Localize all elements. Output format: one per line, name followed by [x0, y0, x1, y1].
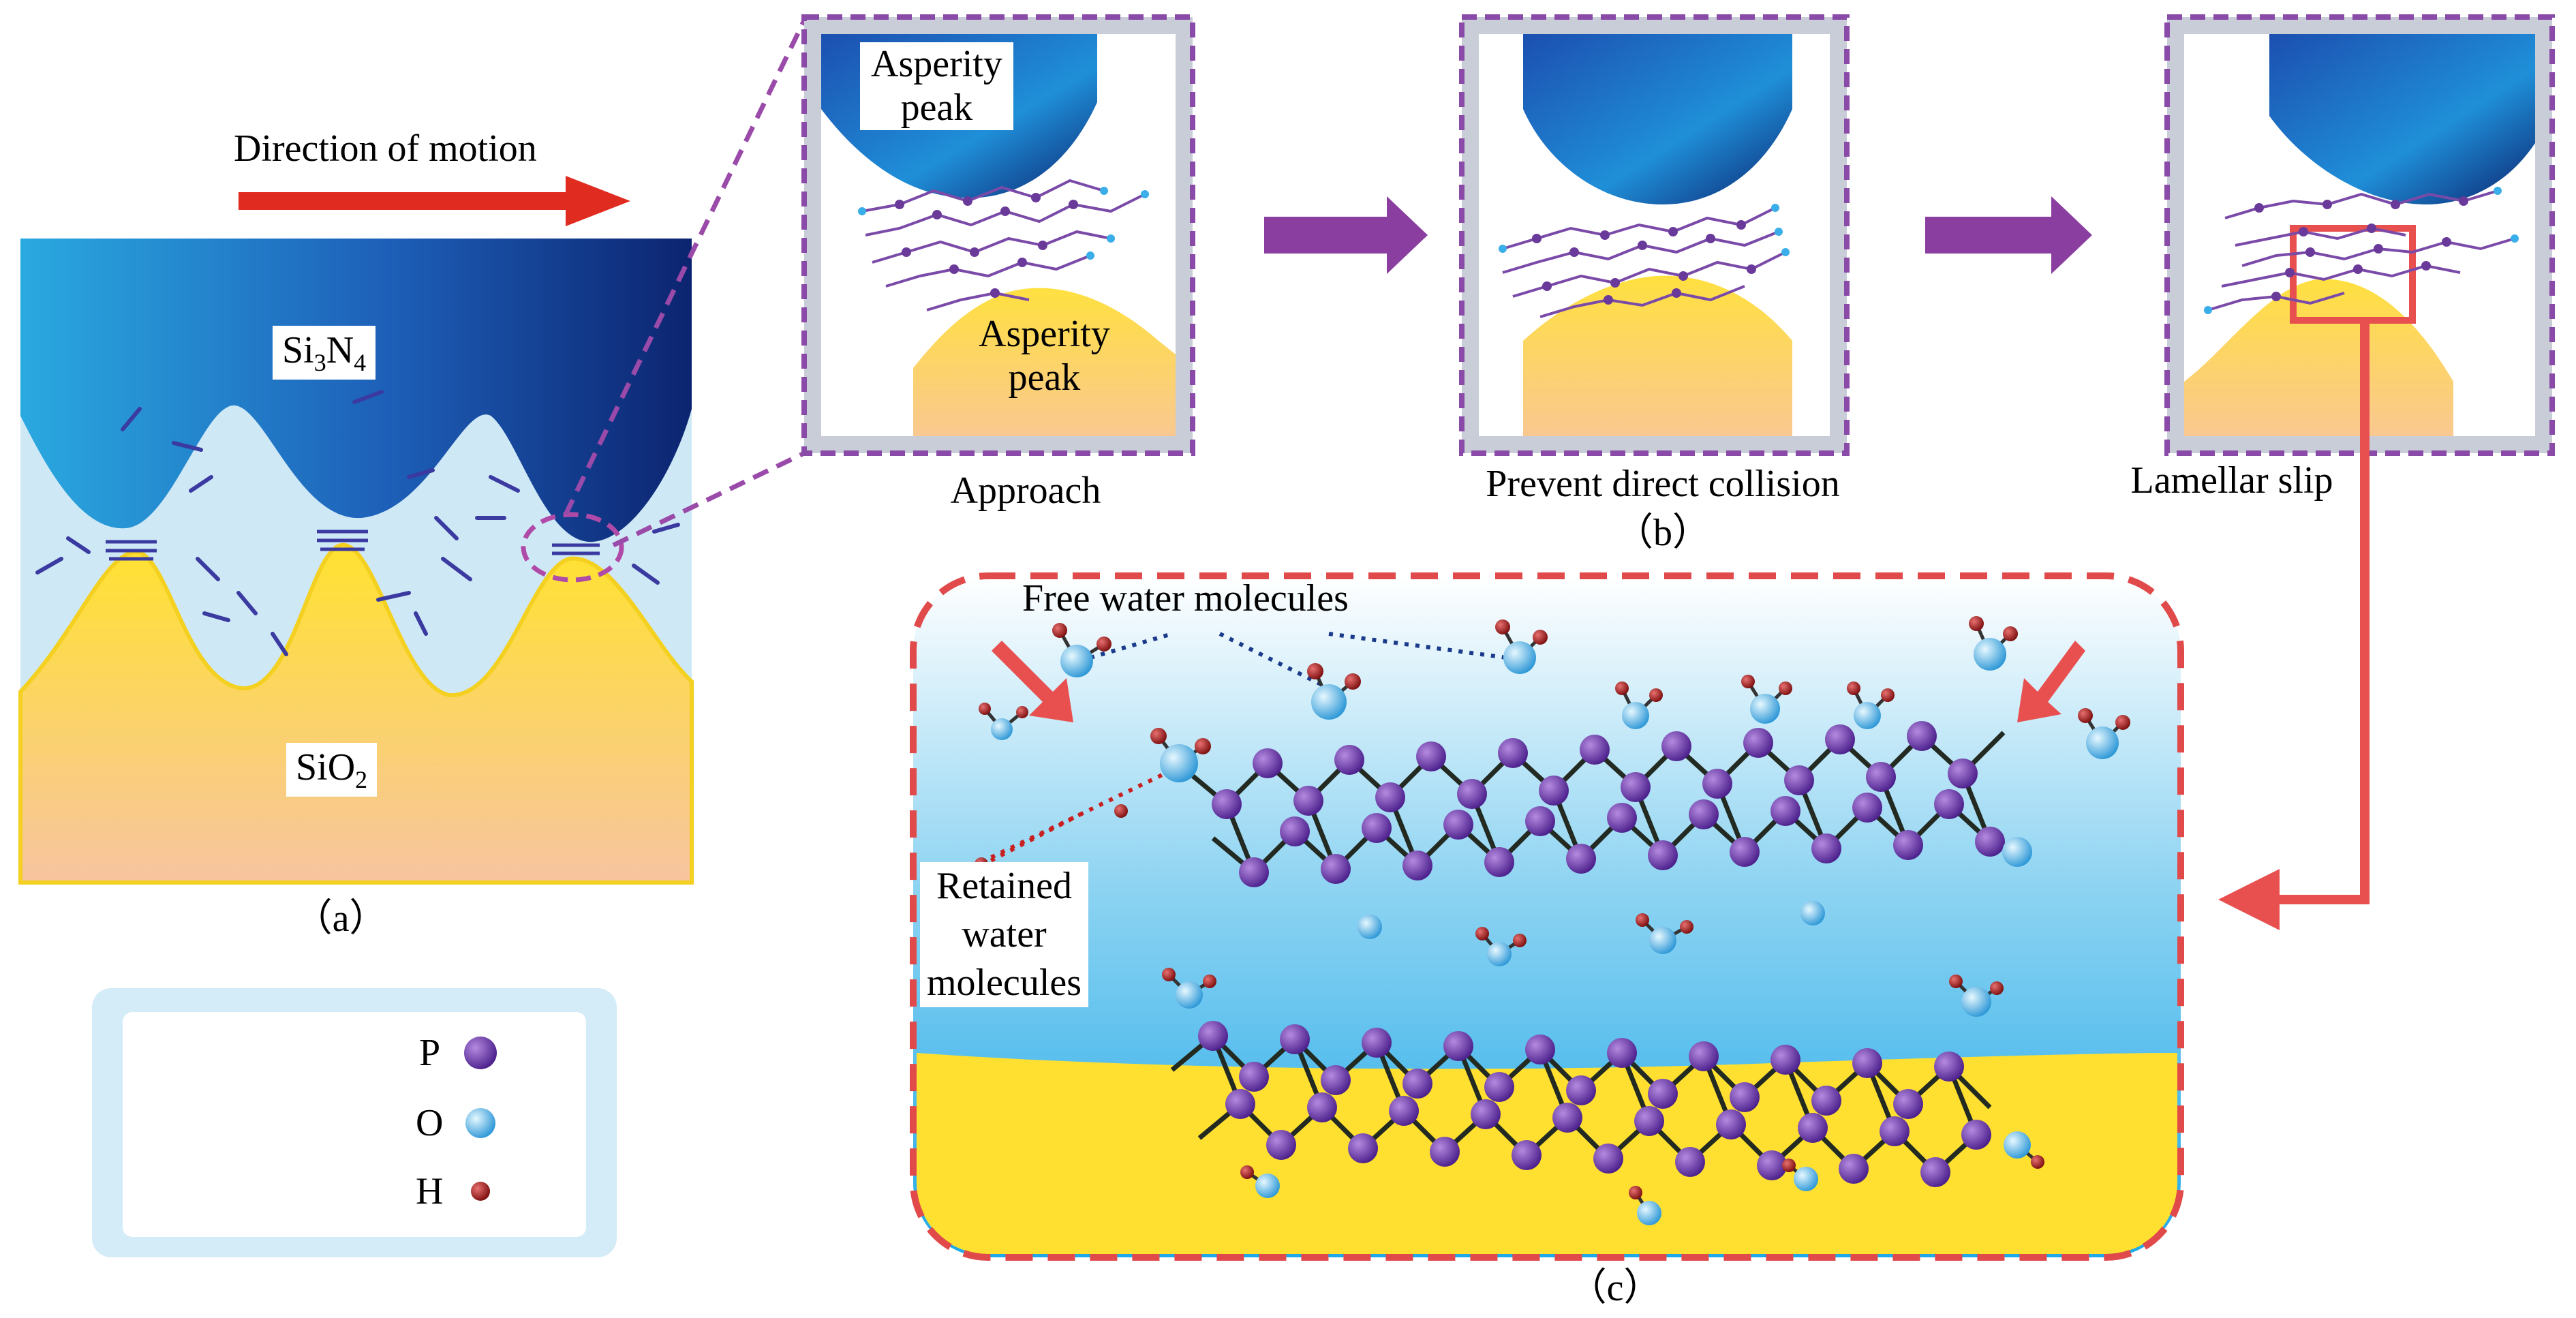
si3n4-base: Si	[282, 329, 314, 371]
free-water-leaders	[1090, 632, 1507, 690]
zoom-ellipse	[521, 512, 624, 583]
motion-arrow	[239, 176, 630, 226]
sio2-substrate	[18, 542, 694, 885]
retained-line3: molecules	[927, 962, 1082, 1005]
step2-label: Prevent direct collision	[1486, 463, 1840, 505]
sio2-label: SiO2	[286, 743, 378, 797]
phosphorus-atoms	[1198, 721, 2005, 1187]
zoom-leader-top	[563, 19, 807, 516]
legend-o-label: O	[416, 1102, 444, 1144]
top-asperity-line1: Asperity	[871, 43, 1002, 85]
frame-lamellar-slip	[2164, 14, 2555, 456]
panel-c-substrate	[917, 1053, 2177, 1254]
legend-p-swatch	[464, 1037, 497, 1069]
callout-arrowhead	[2218, 869, 2280, 930]
frame-prevent-collision	[1459, 14, 1850, 456]
retained-water-label: Retained water molecules	[920, 862, 1089, 1008]
step3-label: Lamellar slip	[2125, 459, 2339, 502]
panel-c-frame	[910, 572, 2184, 1261]
legend-o-swatch	[465, 1108, 495, 1138]
caption-c: （c）	[1568, 1267, 1662, 1309]
sio2-base: SiO	[296, 746, 356, 788]
step-arrow-1	[1264, 196, 1428, 274]
incoming-arrow-right	[2017, 641, 2085, 722]
water-molecules	[975, 616, 2130, 1225]
si3n4-sub1: 3	[313, 349, 326, 376]
bottom-asperity-label: Asperity peak	[968, 312, 1121, 400]
chain-end-atoms	[858, 187, 2519, 314]
chain-atoms	[895, 193, 2468, 305]
retained-line1: Retained	[936, 865, 1073, 907]
motion-label: Direction of motion	[234, 127, 537, 170]
callout-connector	[2269, 320, 2370, 904]
panel-a	[18, 19, 807, 885]
molecular-chains	[861, 179, 2515, 318]
step-arrow-2	[1925, 196, 2092, 274]
panel-c	[910, 572, 2184, 1261]
caption-a: （a）	[294, 898, 388, 940]
legend-h-label: H	[416, 1170, 444, 1212]
step1-label: Approach	[950, 470, 1101, 512]
bottom-asperity-line1: Asperity	[979, 313, 1110, 355]
si3n4-sub2: 4	[354, 349, 367, 376]
top-asperity-line2: peak	[900, 87, 973, 129]
retained-line2: water	[962, 913, 1047, 956]
si3n4-counterface	[20, 239, 692, 542]
bottom-asperity-line2: peak	[1008, 356, 1081, 399]
free-water-label: Free water molecules	[1022, 577, 1349, 619]
legend-p-label: P	[419, 1032, 441, 1074]
legend	[92, 988, 617, 1257]
lubricant-particles	[35, 390, 680, 656]
caption-b: （b）	[1615, 512, 1711, 554]
legend-h-swatch	[471, 1182, 490, 1201]
retained-water-leaders	[980, 768, 1174, 868]
si3n4-label: Si3N4	[273, 326, 376, 380]
sio2-sub1: 2	[355, 766, 368, 793]
top-asperity-label: Asperity peak	[860, 42, 1013, 130]
contact-layers	[106, 530, 600, 561]
zoom-leader-bottom	[612, 450, 806, 548]
si3n4-mid: N	[326, 329, 354, 371]
incoming-arrow-left	[992, 641, 1073, 722]
